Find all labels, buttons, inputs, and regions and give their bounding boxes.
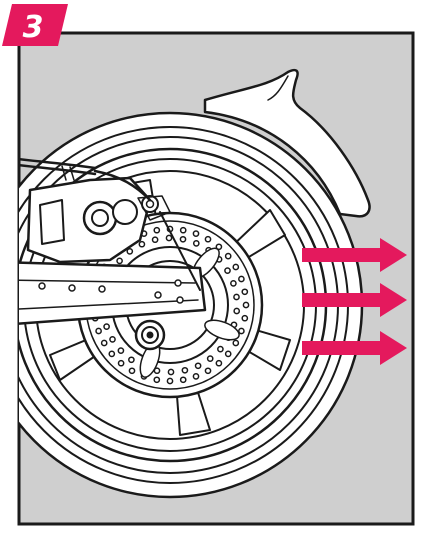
- disc-hole: [117, 258, 122, 263]
- push-arrows: [302, 238, 407, 365]
- disc-hole: [239, 328, 244, 333]
- disc-hole: [231, 281, 236, 286]
- disc-hole: [153, 237, 158, 242]
- disc-hole: [208, 356, 213, 361]
- disc-hole: [118, 348, 123, 353]
- disc-hole: [166, 235, 171, 240]
- disc-hole: [193, 374, 198, 379]
- disc-hole: [167, 378, 172, 383]
- step-number: 3: [23, 10, 44, 45]
- disc-hole: [96, 328, 101, 333]
- disc-hole: [102, 340, 107, 345]
- disc-hole: [242, 316, 247, 321]
- disc-hole: [239, 276, 244, 281]
- disc-hole: [119, 361, 124, 366]
- disc-hole: [243, 302, 248, 307]
- disc-hole: [242, 289, 247, 294]
- disc-hole: [226, 351, 231, 356]
- disc-hole: [205, 237, 210, 242]
- disc-hole: [154, 377, 159, 382]
- disc-hole: [226, 254, 231, 259]
- disc-hole: [218, 347, 223, 352]
- rear-axle: [136, 321, 164, 349]
- disc-hole: [168, 369, 173, 374]
- disc-hole: [233, 264, 238, 269]
- disc-hole: [182, 368, 187, 373]
- disc-hole: [104, 324, 109, 329]
- disc-hole: [129, 357, 134, 362]
- disc-hole: [234, 294, 239, 299]
- disc-hole: [180, 237, 185, 242]
- disc-hole: [233, 340, 238, 345]
- disc-hole: [181, 228, 186, 233]
- disc-hole: [234, 308, 239, 313]
- disc-hole: [216, 361, 221, 366]
- disc-hole: [139, 242, 144, 247]
- disc-hole: [196, 363, 201, 368]
- disc-hole: [129, 368, 134, 373]
- disc-hole: [225, 268, 230, 273]
- disc-hole: [194, 241, 199, 246]
- disc-hole: [193, 231, 198, 236]
- disc-hole: [110, 337, 115, 342]
- disc-hole: [181, 377, 186, 382]
- disc-hole: [127, 249, 132, 254]
- disc-hole: [109, 351, 114, 356]
- step-badge: 3: [2, 4, 68, 46]
- disc-hole: [205, 368, 210, 373]
- disc-hole: [154, 228, 159, 233]
